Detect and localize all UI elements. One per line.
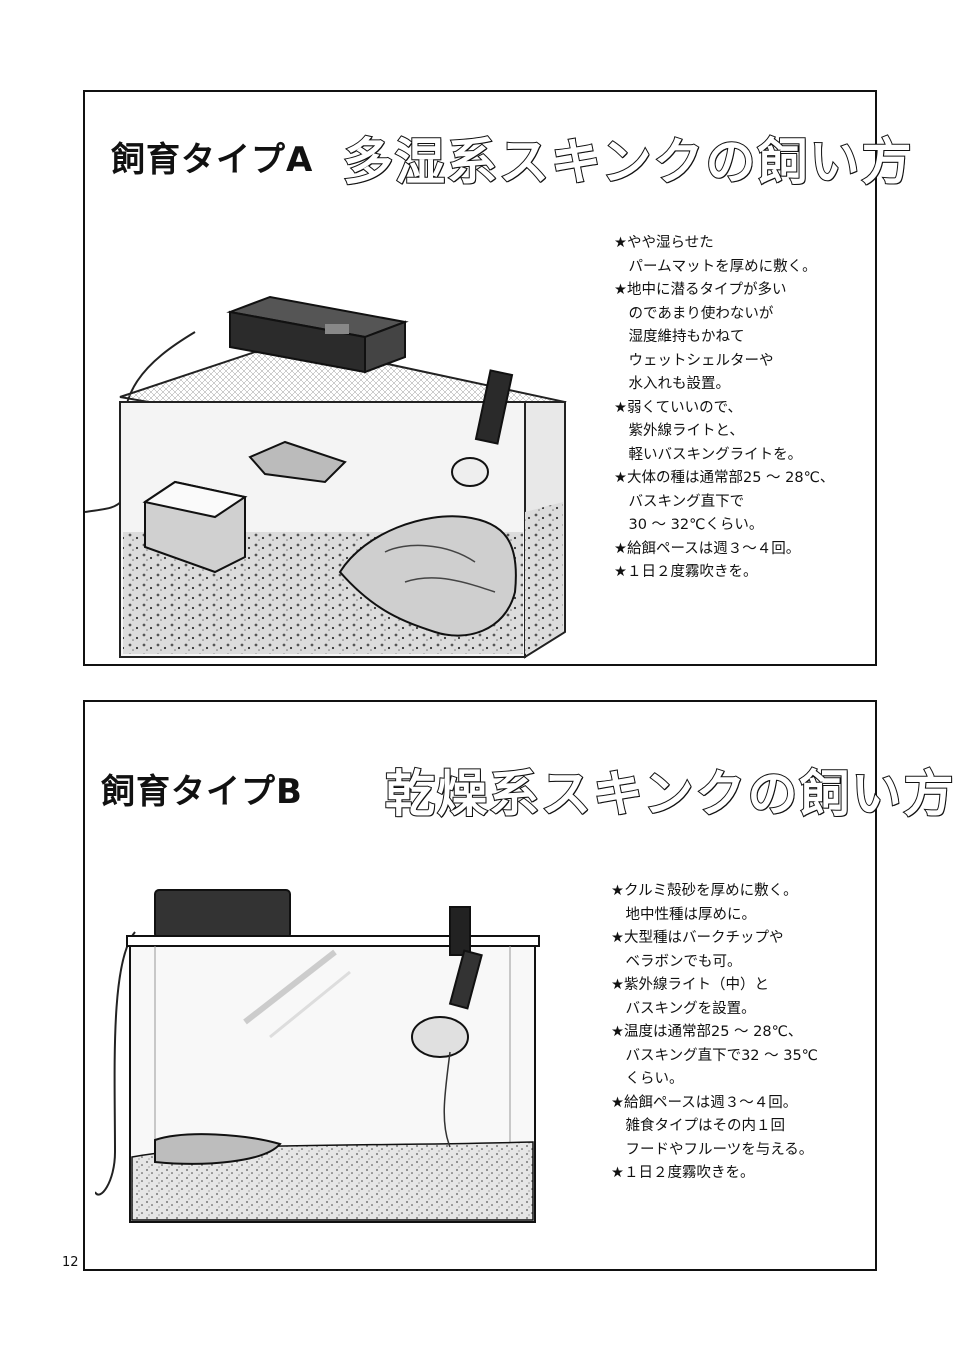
note-line: ★地中に潜るタイプが多い	[614, 282, 787, 298]
panel-a-care-notes: ★やや湿らせた パームマットを厚めに敷く。 ★地中に潜るタイプが多い のであまり…	[614, 232, 834, 585]
note-line: バスキング直下で32 ～ 35℃	[611, 1047, 818, 1064]
page-number: 12	[62, 1255, 79, 1270]
note-line: ★温度は通常部25 ～ 28℃、	[611, 1024, 803, 1040]
panel-a-title: 多湿系スキンクの飼い方	[342, 132, 914, 192]
note-line: ★大型種はバークチップや	[611, 930, 784, 946]
note-line: ★弱くていいので、	[614, 399, 742, 416]
panel-b-title: 乾燥系スキンクの飼い方	[384, 764, 956, 824]
note-line: 軽いバスキングライトを。	[614, 446, 803, 463]
note-line: ★大体の種は通常部25 ～ 28℃、	[614, 470, 835, 486]
note-line: 水入れも設置。	[614, 376, 730, 392]
note-line: くらい。	[611, 1071, 684, 1087]
note-line: ★クルミ殻砂を厚めに敷く。	[611, 883, 798, 899]
note-line: バスキング直下で	[614, 493, 745, 510]
panel-b-care-notes: ★クルミ殻砂を厚めに敷く。 地中性種は厚めに。 ★大型種はバークチップや ベラボ…	[611, 880, 818, 1186]
dry-terrarium-illustration	[95, 889, 540, 1223]
note-line: 雑食タイプはその内１回	[611, 1118, 785, 1134]
note-line: 地中性種は厚めに。	[611, 906, 756, 923]
panel-a-type-label: 飼育タイプA	[111, 140, 314, 180]
note-line: 30 ～ 32℃くらい。	[614, 517, 764, 533]
humid-terrarium-illustration	[85, 295, 567, 659]
note-line: のであまり使わないが	[614, 305, 774, 322]
note-line: パームマットを厚めに敷く。	[614, 258, 817, 275]
note-line: バスキングを設置。	[611, 1000, 756, 1017]
note-line: ウェットシェルターや	[614, 352, 774, 369]
note-line: ★１日２度霧吹きを。	[614, 564, 758, 580]
panel-b-type-label: 飼育タイプB	[101, 772, 303, 812]
note-line: 湿度維持もかねて	[614, 329, 745, 345]
note-line: ベラボンでも可。	[611, 953, 742, 970]
panel-dry-skink: 飼育タイプB 乾燥系スキンクの飼い方	[83, 700, 955, 1271]
note-line: フードやフルーツを与える。	[611, 1141, 814, 1158]
note-line: ★やや湿らせた	[614, 235, 714, 251]
panel-humid-skink: 飼育タイプA 多湿系スキンクの飼い方	[83, 90, 913, 666]
note-line: ★１日２度霧吹きを。	[611, 1165, 755, 1181]
note-line: ★給餌ペースは週３～４回。	[611, 1094, 798, 1111]
note-line: 紫外線ライトと、	[614, 423, 744, 439]
note-line: ★紫外線ライト（中）と	[611, 977, 769, 993]
note-line: ★給餌ペースは週３～４回。	[614, 540, 801, 557]
